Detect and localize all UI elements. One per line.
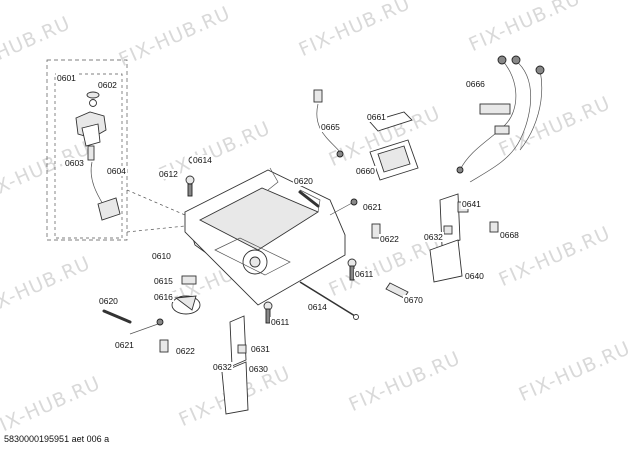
callout-0622-left: 0622 [175, 346, 196, 356]
screw-0620-right [298, 190, 320, 208]
callout-0602: 0602 [97, 80, 118, 90]
clip-0622-right [371, 223, 381, 239]
callout-0641: 0641 [461, 199, 482, 209]
clip-0668 [489, 221, 499, 233]
detail-box-0601 [46, 59, 186, 241]
screw-0620-left [102, 309, 132, 324]
bracket-0630 [221, 315, 249, 415]
box-0660 [369, 139, 419, 181]
callout-0611-left: 0611 [270, 317, 291, 327]
callout-0660: 0660 [355, 166, 376, 176]
bracket-0640 [429, 193, 463, 283]
callout-0666: 0666 [465, 79, 486, 89]
screw-0611-right [347, 258, 357, 281]
callout-0616: 0616 [153, 292, 174, 302]
callout-0631: 0631 [250, 344, 271, 354]
callout-0661: 0661 [366, 112, 387, 122]
callout-0620-left: 0620 [98, 296, 119, 306]
callout-0603: 0603 [64, 158, 85, 168]
harness-0666 [456, 55, 545, 183]
callout-0614-bottom: 0614 [307, 302, 328, 312]
callout-0601: 0601 [56, 73, 77, 83]
callout-0670: 0670 [403, 295, 424, 305]
base-frame-0610 [184, 167, 346, 306]
callout-0668: 0668 [499, 230, 520, 240]
callout-0665: 0665 [320, 122, 341, 132]
lid-0661 [369, 111, 413, 132]
rod-0614 [299, 281, 359, 320]
callout-0622-right: 0622 [379, 234, 400, 244]
callout-0630: 0630 [248, 364, 269, 374]
callout-0640: 0640 [464, 271, 485, 281]
callout-0621-left: 0621 [114, 340, 135, 350]
wire-0621-right [329, 198, 358, 216]
callout-0620-right: 0620 [293, 176, 314, 186]
callout-0611-right: 0611 [354, 269, 375, 279]
screw-0611-left [263, 301, 273, 324]
document-code: 5830000195951 aet 006 a [4, 434, 110, 444]
pump-assembly-0601 [75, 91, 121, 221]
sensor-cable-0665 [313, 89, 344, 158]
callout-0621-right: 0621 [362, 202, 383, 212]
callout-0610: 0610 [151, 251, 172, 261]
wire-0621-left [129, 318, 164, 335]
callout-0604: 0604 [106, 166, 127, 176]
callout-0632-left: 0632 [212, 362, 233, 372]
callout-0612: 0612 [158, 169, 179, 179]
clip-0622-left [159, 339, 169, 353]
callout-0615: 0615 [153, 276, 174, 286]
callout-0614-top: 0614 [192, 155, 213, 165]
callout-0632-right: 0632 [423, 232, 444, 242]
foot-parts-0615-0616 [171, 275, 201, 315]
